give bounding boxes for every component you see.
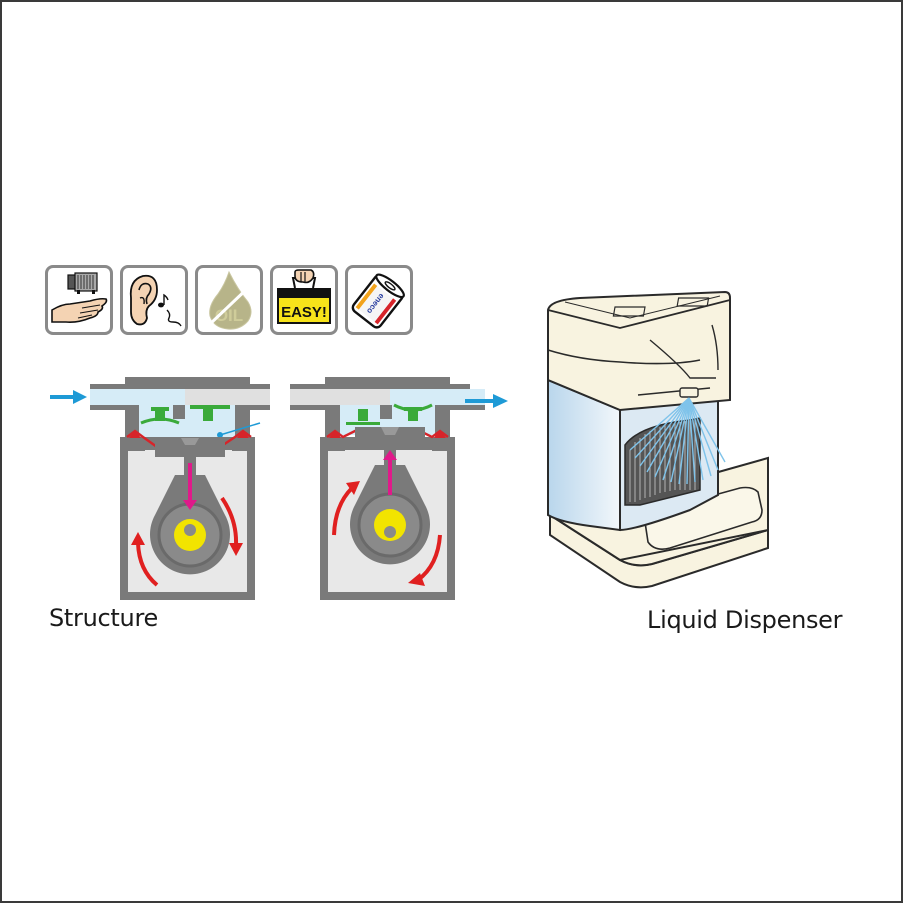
sensor-grille — [624, 417, 701, 506]
inlet-flow-arrow — [50, 390, 87, 404]
inlet-valve — [140, 407, 180, 425]
feature-icon-row: OIL EASY! eneco — [45, 265, 413, 335]
eccentric-cam — [374, 509, 406, 541]
pump-diagram-discharge — [290, 377, 508, 600]
outlet-pipe — [185, 389, 270, 405]
feature-tile-battery: eneco — [345, 265, 413, 335]
caption-liquid-dispenser: Liquid Dispenser — [647, 606, 843, 634]
easy-carry-bag-icon: EASY! — [277, 269, 331, 324]
spray-mist — [629, 397, 726, 485]
battery-icon: eneco — [351, 273, 405, 329]
outlet-flow-arrow — [465, 394, 508, 408]
compact-pump-in-hand-icon — [51, 272, 108, 323]
top-panel-button — [612, 306, 646, 317]
pipe-wall-bottom — [90, 405, 135, 410]
outlet-valve — [393, 403, 433, 421]
feature-tile-compact — [45, 265, 113, 335]
oil-free-drop-icon: OIL — [208, 270, 252, 330]
piston-up-arrow — [383, 450, 397, 495]
easy-text: EASY! — [281, 304, 327, 321]
spray-nozzle — [679, 387, 699, 398]
outlet-valve — [190, 405, 230, 421]
inlet-fluid — [90, 389, 185, 405]
inlet-valve — [346, 409, 380, 425]
feature-tile-oil-free: OIL — [195, 265, 263, 335]
feature-tile-easy: EASY! — [270, 265, 338, 335]
pipe-wall-top — [290, 384, 470, 389]
caption-structure: Structure — [49, 604, 158, 632]
inlet-pipe — [290, 389, 390, 405]
pump-head — [325, 377, 450, 384]
pipe-wall-top — [90, 384, 270, 389]
liquid-dispenser-illustration — [547, 290, 769, 589]
liquid-tank — [547, 378, 621, 532]
rotation-arrow-right — [220, 496, 243, 556]
rotation-arrow-right — [408, 534, 442, 586]
piston-down-arrow — [183, 463, 197, 510]
rotation-arrow-left — [332, 481, 360, 536]
feature-tile-low-noise — [120, 265, 188, 335]
dispenser-housing — [547, 290, 731, 412]
rotation-arrow-left — [131, 532, 159, 587]
ear-quiet-sound-icon — [129, 274, 182, 327]
pump-diagram-intake — [50, 377, 270, 600]
pump-head — [125, 377, 250, 384]
outlet-fluid — [390, 389, 485, 405]
